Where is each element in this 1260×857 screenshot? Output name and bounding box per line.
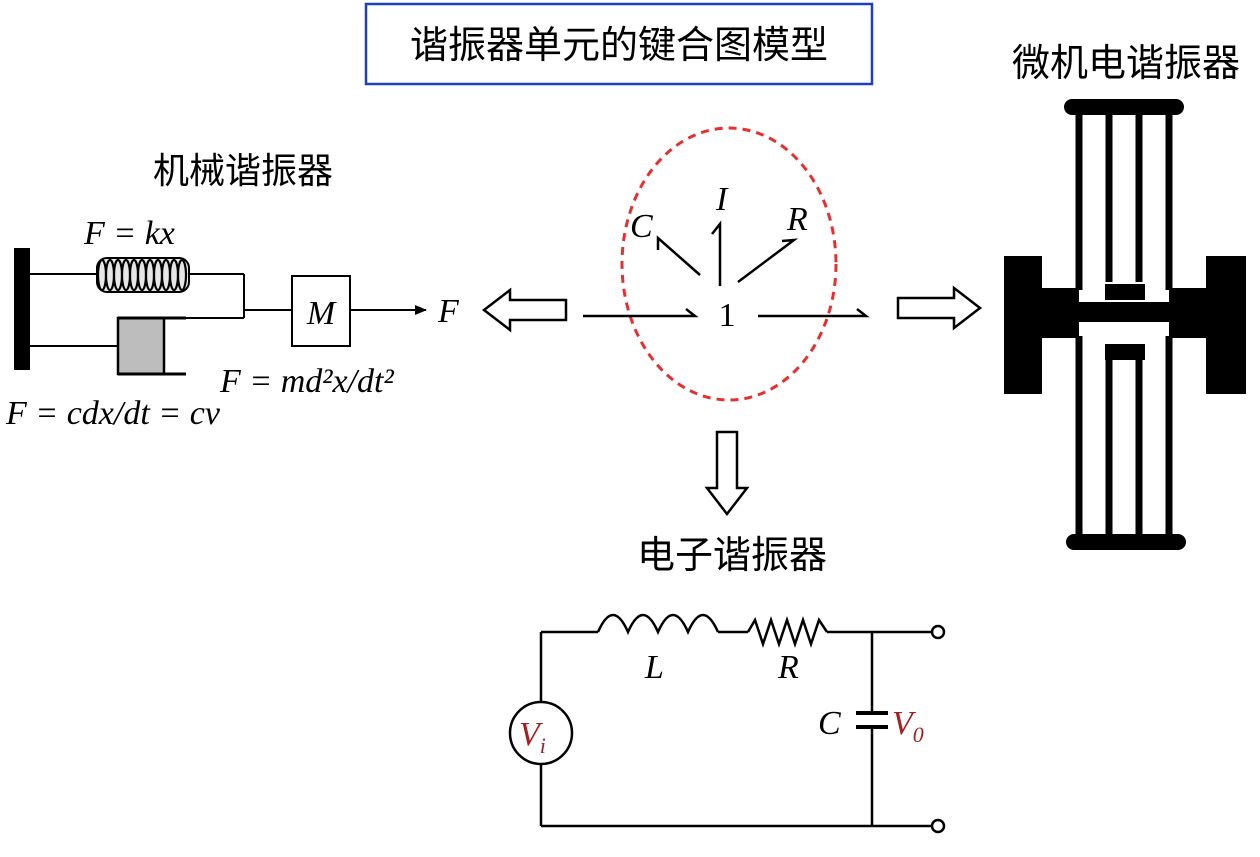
damper	[116, 316, 186, 376]
spring-equation: F = kx	[83, 215, 175, 252]
bottom-anchor	[1066, 534, 1186, 550]
mems-resonator: 微机电谐振器	[1004, 41, 1246, 550]
right-pad	[1206, 256, 1246, 394]
capacitor-plate-top	[856, 711, 888, 715]
capacitor-label: C	[818, 705, 841, 742]
inductor-label: L	[644, 649, 664, 686]
electronic-resonator: 电子谐振器 Vi L R C V0	[508, 533, 946, 834]
mass-equation: F = md²x/dt²	[219, 363, 394, 400]
force-label: F	[437, 293, 460, 330]
bond-i-label: I	[715, 181, 729, 218]
capacitor-plate-bottom	[856, 725, 888, 729]
mass-label: M	[306, 295, 337, 332]
output-voltage-label: V0	[892, 705, 924, 747]
damper-equation: F = cdx/dt = cv	[5, 395, 221, 432]
wall	[14, 248, 30, 370]
bond-output	[758, 308, 870, 318]
upper-electrode	[1105, 284, 1145, 300]
output-terminal-bottom	[930, 818, 946, 834]
left-pad	[1004, 256, 1042, 394]
bond-c	[656, 235, 701, 276]
resistor	[746, 616, 829, 648]
resistor-label: R	[777, 649, 799, 686]
title-border	[364, 2, 874, 86]
diagram-title: 谐振器单元的键合图模型	[410, 23, 828, 67]
junction-label: 1	[719, 297, 736, 334]
central-shuttle	[1038, 288, 1206, 338]
lower-electrode	[1105, 344, 1145, 360]
title-box: 谐振器单元的键合图模型	[364, 2, 874, 86]
inductor	[596, 613, 720, 636]
source-sub: i	[540, 733, 546, 758]
bond-i	[711, 220, 722, 286]
mems-heading: 微机电谐振器	[1012, 41, 1240, 85]
down-hollow-arrow	[704, 430, 750, 517]
bond-r-label: R	[786, 201, 808, 238]
bond-r	[737, 238, 799, 283]
bond-c-label: C	[630, 208, 653, 245]
spring	[96, 257, 190, 293]
junction-ellipse	[620, 126, 838, 402]
electronic-heading: 电子谐振器	[637, 533, 827, 577]
right-hollow-arrow	[896, 285, 983, 331]
left-hollow-arrow	[481, 287, 568, 333]
top-anchor	[1064, 99, 1184, 115]
mechanical-heading: 机械谐振器	[153, 151, 333, 192]
bond-input	[583, 308, 699, 318]
bond-graph: 1 C I R	[583, 126, 870, 402]
output-sub: 0	[913, 722, 924, 747]
voltage-source	[508, 700, 574, 766]
mechanical-resonator: 机械谐振器	[5, 151, 460, 432]
output-terminal-top	[930, 624, 946, 640]
